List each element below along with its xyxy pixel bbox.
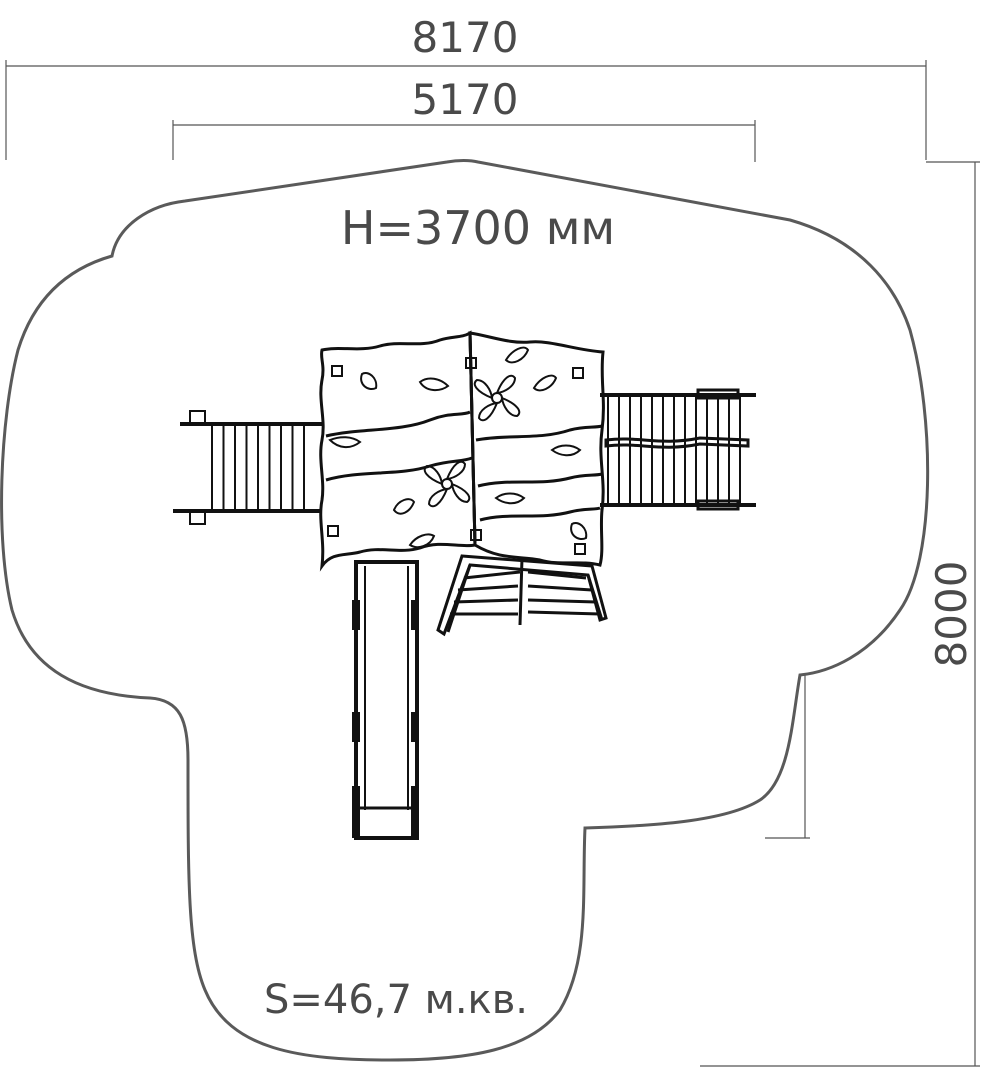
bridge-slats	[211, 424, 305, 511]
slide	[352, 560, 419, 840]
bridge-post	[189, 410, 206, 426]
safety-zone-outline	[0, 159, 930, 1062]
dimension-label-overall-depth: 8000	[927, 561, 976, 668]
roof-bolt	[465, 357, 477, 369]
water-drop-icon	[494, 492, 526, 505]
propeller-icon	[423, 460, 471, 508]
dimension-overall-width: 8170	[5, 13, 927, 160]
propeller-blade	[423, 464, 444, 486]
height-label: H=3700 мм	[341, 201, 615, 255]
roof-wave-line	[325, 410, 471, 438]
area-label: S=46,7 м.кв.	[264, 977, 528, 1023]
propeller-blade	[473, 378, 494, 400]
propeller-blade	[495, 374, 517, 395]
ramp-slats	[450, 570, 601, 616]
water-drop-icon	[532, 374, 558, 392]
water-drop-icon	[328, 436, 362, 448]
dimension-label-overall-width: 8170	[412, 13, 519, 62]
propeller-blade	[477, 401, 499, 422]
climbing-ramp	[436, 554, 608, 637]
ramp-rail	[586, 574, 604, 621]
roof-bolt	[331, 365, 343, 377]
water-drop-icon	[360, 372, 378, 390]
bridge-slats	[607, 395, 741, 505]
roof-bolt	[572, 367, 584, 379]
roof-bolt	[470, 529, 482, 541]
propeller-blade	[500, 396, 521, 418]
tower-roof-right	[465, 331, 605, 567]
left-bridge	[173, 410, 322, 525]
ramp-slat	[463, 570, 521, 580]
ramp-slat	[527, 598, 597, 604]
water-drop-icon	[418, 377, 450, 392]
ramp-rail	[518, 557, 524, 626]
roof-panel	[468, 331, 605, 567]
ramp-slat	[527, 610, 601, 616]
ramp-slat	[457, 584, 519, 592]
water-drop-icon	[570, 522, 588, 540]
propeller-blade	[445, 460, 467, 481]
propeller-blade	[427, 487, 449, 508]
dimension-label-inner-width: 5170	[412, 75, 519, 124]
propeller-icon	[473, 374, 521, 422]
roof-wave-line	[475, 424, 603, 442]
ramp-slat	[527, 584, 593, 592]
ramp-slat	[453, 598, 519, 604]
dimension-inner-width: 5170	[172, 75, 756, 162]
ramp-slat	[527, 570, 587, 580]
roof-panel	[319, 330, 477, 572]
ramp-rail	[446, 564, 472, 633]
tower-roof-left	[319, 330, 477, 572]
bridge-post	[189, 509, 206, 525]
water-drop-icon	[392, 498, 416, 515]
roof-wave-line	[479, 506, 601, 522]
slide-joint	[411, 712, 419, 742]
water-drop-icon	[550, 444, 582, 457]
bridge-handrail	[604, 436, 750, 449]
roof-bolt	[574, 543, 586, 555]
water-drop-icon	[408, 533, 436, 549]
right-bridge	[600, 388, 756, 511]
roof-bolt	[327, 525, 339, 537]
roof-wave-line	[477, 472, 603, 488]
propeller-blade	[450, 482, 471, 504]
slide-exit-side	[411, 786, 419, 838]
slide-exit-side	[352, 786, 360, 838]
slide-joint	[411, 600, 419, 630]
slide-joint	[352, 712, 360, 742]
water-drop-icon	[504, 346, 530, 364]
dimension-overall-depth: 8000	[700, 161, 980, 1067]
slide-joint	[352, 600, 360, 630]
